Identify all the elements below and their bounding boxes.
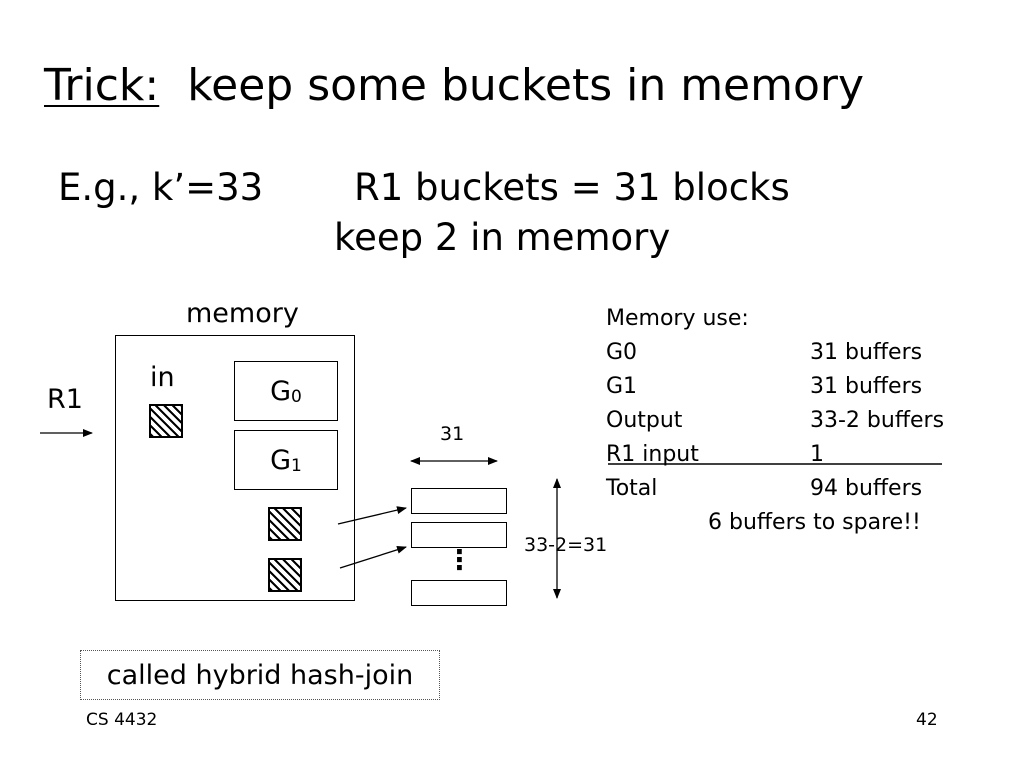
disk-bucket-last	[411, 580, 507, 606]
example-k: E.g., k’=33	[58, 166, 264, 209]
title-text: keep some buckets in memory	[187, 60, 865, 111]
height-label: 33-2=31	[524, 534, 608, 556]
width-label: 31	[440, 423, 465, 445]
example-keep: keep 2 in memory	[334, 216, 671, 259]
ellipsis-dots: ⋮	[446, 545, 473, 576]
footer-page-number: 42	[916, 710, 938, 730]
r1-label: R1	[47, 384, 83, 415]
hybrid-hash-join-callout: called hybrid hash-join	[80, 650, 440, 700]
g0-bucket-box: G0	[234, 361, 338, 421]
title-prefix: Trick:	[44, 60, 160, 111]
footer-course: CS 4432	[86, 710, 158, 730]
memory-label: memory	[186, 298, 299, 329]
slide-title: Trick: keep some buckets in memory	[44, 60, 865, 111]
disk-bucket-1	[411, 488, 507, 514]
output-arrow-2	[339, 545, 407, 569]
example-buckets: R1 buckets = 31 blocks	[354, 166, 790, 209]
input-buffer-block	[149, 404, 183, 438]
output-buffer-block-2	[268, 558, 302, 592]
output-arrow-1	[337, 506, 407, 525]
memory-use-header: Memory use:	[606, 306, 749, 331]
output-buffer-block-1	[268, 507, 302, 541]
g1-bucket-box: G1	[234, 430, 338, 490]
disk-bucket-2	[411, 522, 507, 548]
g0-label: G0	[270, 375, 302, 407]
g1-label: G1	[270, 444, 302, 476]
in-label: in	[150, 362, 175, 393]
memory-use-spare: 6 buffers to spare!!	[708, 510, 921, 535]
